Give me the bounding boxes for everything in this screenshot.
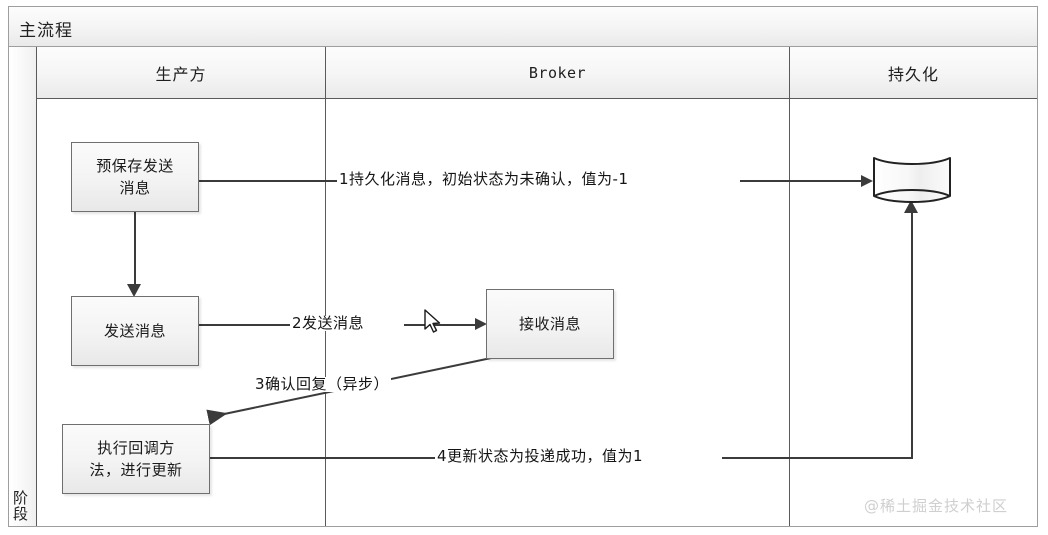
pool-title-bar: 主流程 (9, 7, 1037, 47)
pool-title-text: 主流程 (19, 21, 73, 41)
lane-header-producer: 生产方 (37, 47, 325, 99)
edge-label-1: 1持久化消息，初始状态为未确认，值为-1 (337, 170, 631, 188)
lane-header-broker: Broker (325, 47, 789, 99)
connector-3-segment-a (199, 324, 290, 326)
edge-label-4: 3确认回复（异步） (253, 375, 392, 393)
mouse-cursor-icon (424, 309, 441, 333)
lane-header-persistence-label: 持久化 (887, 64, 939, 84)
database-cylinder-icon[interactable] (872, 152, 952, 206)
edge-label-5: 4更新状态为投递成功，值为1 (435, 447, 646, 465)
lane-header-broker-label: Broker (528, 63, 587, 82)
connector-1-segment-a (199, 180, 337, 182)
arrowhead-2 (127, 284, 141, 297)
node-receive-message-label: 接收消息 (518, 314, 581, 333)
node-pre-save-message[interactable]: 预保存发送消息 (71, 142, 199, 212)
arrowhead-1 (861, 175, 873, 187)
lane-divider-2 (789, 99, 790, 526)
node-pre-save-message-label: 预保存发送消息 (96, 156, 174, 198)
connector-1-segment-b (740, 180, 865, 182)
connector-5-segment-a (210, 457, 435, 459)
node-receive-message[interactable]: 接收消息 (486, 289, 614, 359)
lane-divider-1 (325, 99, 326, 526)
connector-2 (134, 212, 136, 286)
connector-5-segment-b (722, 457, 913, 459)
node-execute-callback-label: 执行回调方法，进行更新 (89, 438, 183, 480)
phase-label: 阶段 (11, 490, 29, 522)
edge-label-3: 2发送消息 (290, 314, 367, 332)
node-send-message[interactable]: 发送消息 (71, 296, 199, 366)
arrowhead-5 (904, 200, 918, 213)
node-execute-callback[interactable]: 执行回调方法，进行更新 (62, 424, 210, 494)
phase-strip: 阶段 (9, 47, 37, 526)
node-send-message-label: 发送消息 (103, 321, 166, 340)
lane-header-producer-label: 生产方 (155, 64, 207, 84)
arrowhead-3 (475, 318, 487, 330)
connector-5-vertical (911, 206, 913, 459)
lane-header-persistence: 持久化 (789, 47, 1037, 99)
watermark: @稀土掘金技术社区 (864, 497, 1009, 515)
connector-3-segment-b (404, 324, 478, 326)
